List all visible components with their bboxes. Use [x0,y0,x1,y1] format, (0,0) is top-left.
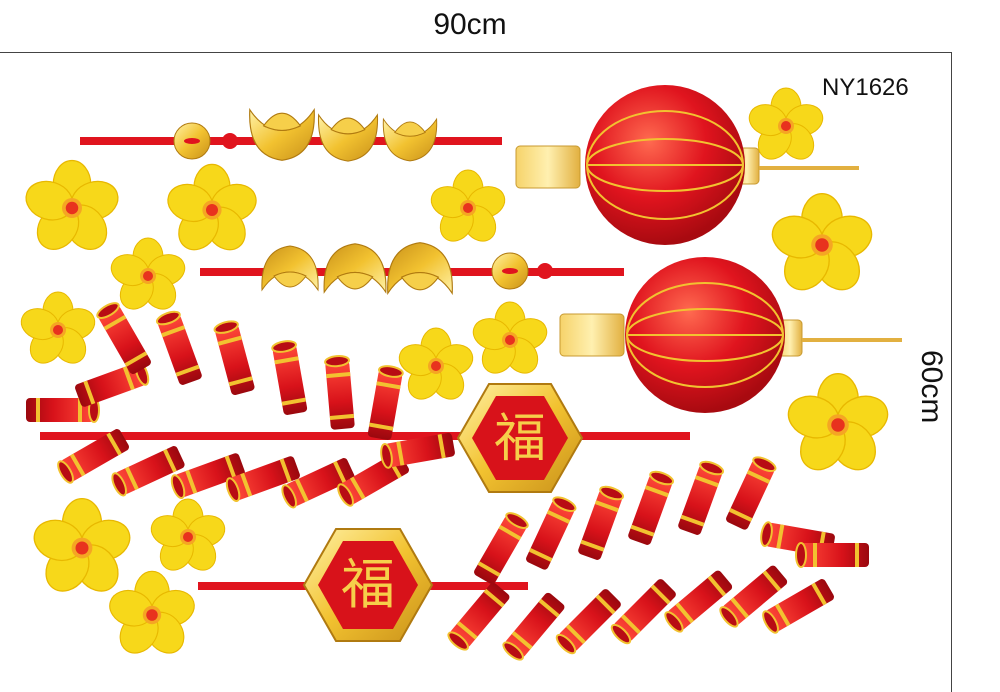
gold-ingot-icon [249,109,315,161]
fu-hexagon-icon: 福 [302,528,434,642]
firecracker-icon [94,299,154,377]
red-lantern-icon [559,257,902,413]
firecracker-icon [154,308,204,388]
firecracker-icon [795,542,870,568]
red-lantern-icon [515,85,859,245]
fu-hexagon-icon: 福 [456,383,584,493]
firecracker-icon [323,354,356,431]
gold-ingot-icon [387,242,453,294]
plum-blossom-icon [394,327,478,407]
gold-ingot-icon [317,114,379,162]
gold-ingot-icon [261,245,319,291]
width-label: 90cm [433,8,507,41]
firecracker-icon [723,453,779,532]
plum-blossom-icon [28,497,136,601]
firecracker-icon [661,567,735,636]
firecracker-icon [270,338,309,417]
firecracker-icon [676,458,726,538]
plum-blossom-icon [16,291,100,371]
plum-blossom-icon [468,301,552,381]
sticker-sheet [0,52,952,692]
gold-ingot-string-top [80,109,502,162]
firecracker-icon [499,590,568,664]
firecracker-icon [576,483,626,563]
firecracker-icon [444,580,513,654]
gold-ingot-string-middle [200,242,624,294]
plum-blossom-icon [162,163,262,259]
firecracker-icon [212,318,257,397]
product-code: NY1626 [822,74,909,101]
plum-blossom-icon [104,570,200,662]
plum-blossom-icon [106,237,190,317]
plum-blossom-icon [426,169,510,249]
gold-ingot-icon [382,118,438,162]
firecracker-string-left [25,299,690,511]
firecracker-icon [366,363,405,442]
plum-blossom-icon [20,159,124,259]
plum-blossom-icon [146,498,230,578]
gold-ingot-icon [323,243,387,293]
plum-blossom-icon [766,193,878,300]
fu-character: 福 [494,409,546,469]
firecracker-icon [523,493,579,572]
fu-character: 福 [341,553,395,616]
firecracker-icon [552,586,624,658]
firecracker-icon [626,468,676,548]
firecracker-icon [471,509,531,587]
plum-blossom-icon [782,373,894,480]
